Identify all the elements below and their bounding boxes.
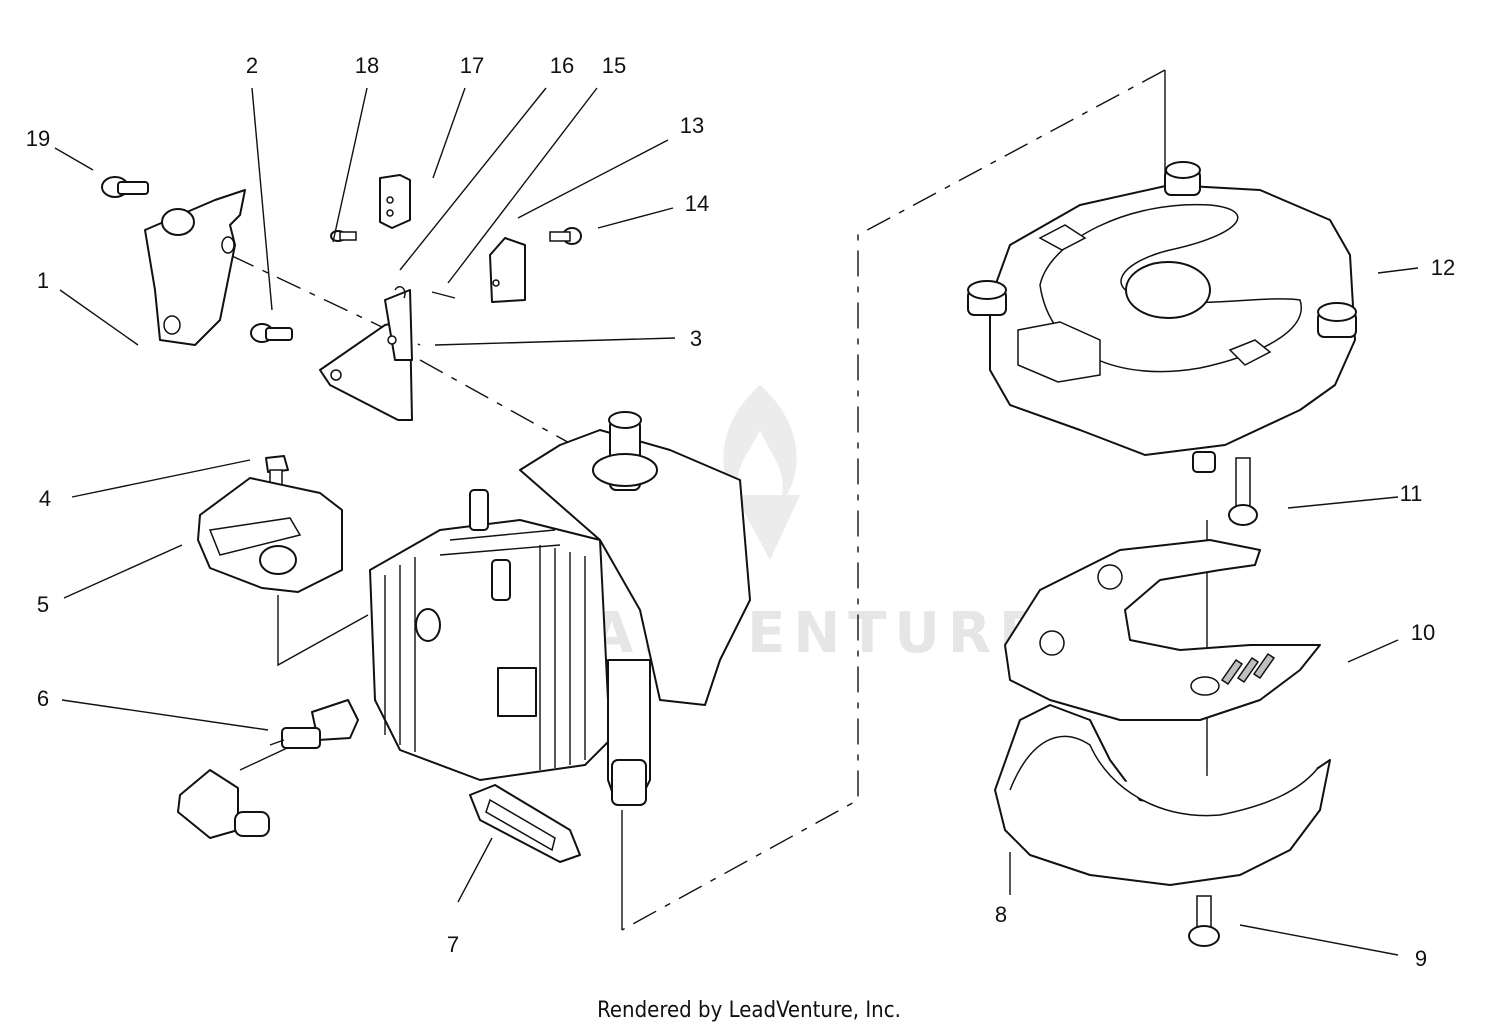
part-9-bolt (1188, 895, 1220, 947)
part-11-bolt (1228, 457, 1258, 526)
callout-labels: 2 18 17 16 15 19 13 14 1 3 4 5 6 7 8 9 1… (26, 53, 1455, 971)
part-7-gasket (469, 784, 581, 863)
callout-5: 5 (37, 592, 49, 617)
callout-1: 1 (37, 268, 49, 293)
part-1-bracket (144, 189, 246, 346)
callout-13: 13 (680, 113, 704, 138)
cylinder-fins (384, 529, 586, 770)
engine-block (369, 411, 751, 806)
callout-11: 11 (1400, 481, 1423, 506)
callout-2: 2 (246, 53, 258, 78)
part-5-muffler (197, 477, 343, 593)
callout-19: 19 (26, 126, 50, 151)
part-15-pin (431, 291, 456, 299)
callout-17: 17 (460, 53, 484, 78)
callout-6: 6 (37, 686, 49, 711)
callout-18: 18 (355, 53, 379, 78)
part-6-spark-plug-boot (177, 769, 270, 839)
callout-15: 15 (602, 53, 626, 78)
footer-credit: Rendered by LeadVenture, Inc. (597, 998, 901, 1023)
part-2-bolt (250, 323, 293, 343)
callout-3: 3 (690, 326, 702, 351)
part-14-screw (549, 227, 582, 245)
part-16-spring (394, 286, 406, 299)
callout-9: 9 (1415, 946, 1427, 971)
part-3-bracket-plate (319, 289, 413, 421)
callout-12: 12 (1431, 255, 1455, 280)
callout-10: 10 (1411, 620, 1435, 645)
part-6-spark-plug (269, 699, 359, 749)
part-12-cover (967, 161, 1357, 473)
callout-16: 16 (550, 53, 574, 78)
callout-7: 7 (447, 932, 459, 957)
callout-4: 4 (39, 486, 51, 511)
part-17-block (379, 174, 411, 229)
part-8-lower-housing (994, 704, 1331, 886)
part-19-bolt (101, 176, 149, 198)
part-10-shield-plate (1004, 539, 1321, 721)
callout-14: 14 (685, 191, 709, 216)
leader-lines (54, 87, 1419, 956)
callout-8: 8 (995, 902, 1007, 927)
part-13-plate (489, 237, 526, 303)
